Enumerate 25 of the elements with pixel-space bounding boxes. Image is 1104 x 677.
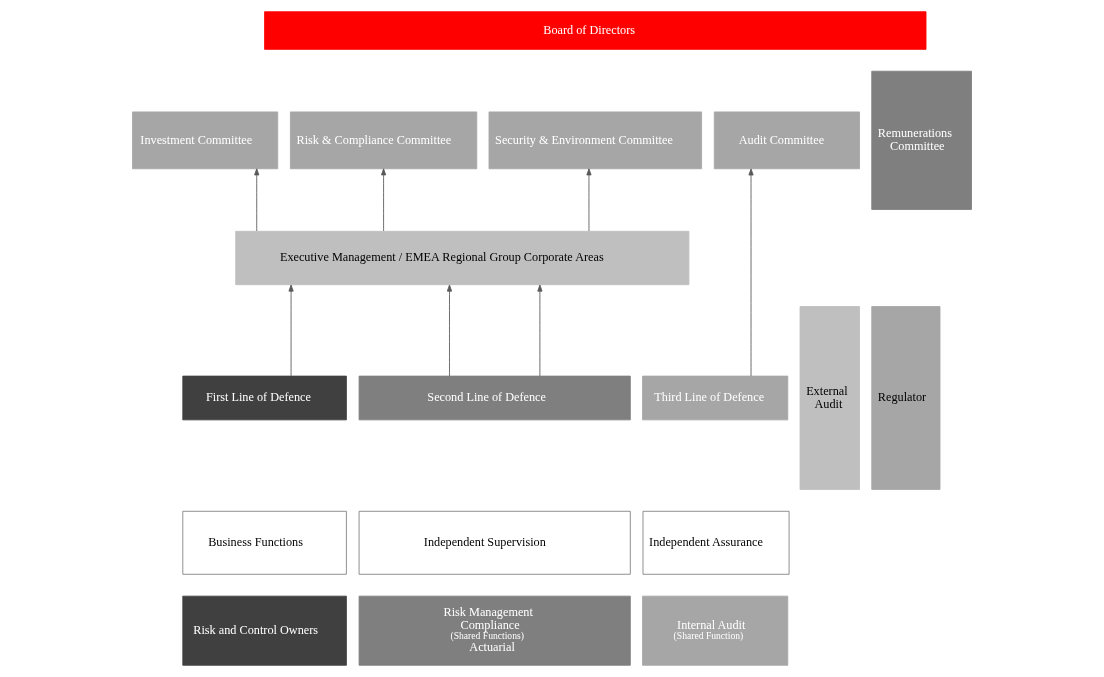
node-box: Investment Committee — [132, 111, 279, 170]
node-box: External Audit — [799, 306, 860, 490]
arrow — [586, 168, 592, 232]
arrow — [537, 284, 543, 377]
arrow — [288, 284, 294, 377]
node-box: Risk and Control Owners — [182, 595, 347, 666]
arrow — [446, 284, 453, 377]
node-box: Business Functions — [182, 510, 347, 575]
node-box: Internal Audit (Shared Function) — [642, 595, 789, 666]
node-box: Security & Environment Committee — [488, 111, 703, 170]
node-box: Board of Directors — [264, 11, 927, 50]
node-box: Risk Management Compliance (Shared Functions) Actuarial — [358, 595, 631, 666]
node-box: Independent Supervision — [358, 510, 631, 575]
arrow — [381, 168, 387, 232]
node-box: Executive Management / EMEA Regional Group Corporate Areas — [235, 230, 690, 286]
node-box: Second Line of Defence — [358, 375, 631, 421]
node-box: Independent Assurance — [642, 510, 790, 575]
arrow — [748, 168, 754, 377]
arrow — [254, 168, 260, 232]
node-box: Third Line of Defence — [642, 375, 789, 421]
node-box: Risk & Compliance Committee — [289, 111, 478, 170]
node-box: Remunerations Committee — [871, 70, 972, 210]
node-box: Regulator — [871, 306, 941, 490]
node-box: Audit Committee — [713, 111, 860, 170]
node-box: First Line of Defence — [182, 375, 347, 421]
